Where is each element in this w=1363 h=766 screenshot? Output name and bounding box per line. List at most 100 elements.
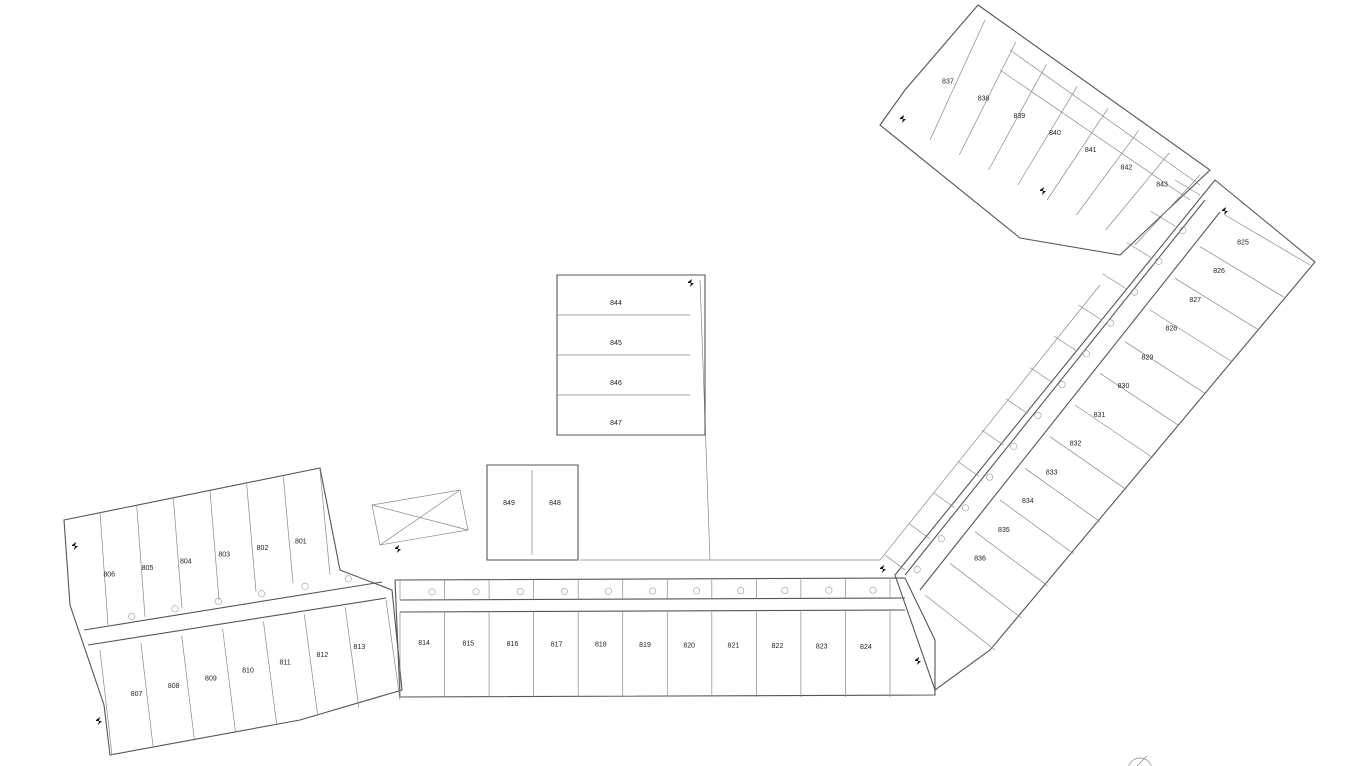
northeast-partition bbox=[1017, 86, 1078, 186]
east-wing-inner-partition bbox=[981, 429, 1004, 446]
toilet-icon bbox=[128, 612, 136, 620]
room-label-center-south: 814 bbox=[418, 640, 430, 647]
east-wing-partition bbox=[1049, 436, 1127, 490]
room-label-west-north: 801 bbox=[295, 538, 307, 545]
toilet-icon bbox=[428, 588, 436, 596]
exit-sign-icon bbox=[900, 115, 906, 123]
east-wing-inner-partition bbox=[1150, 210, 1176, 227]
exit-arrow bbox=[96, 717, 102, 725]
east-wing-partition bbox=[1024, 468, 1101, 522]
toilet-icon bbox=[1131, 288, 1139, 296]
toilet-icon bbox=[604, 587, 612, 595]
room-label-north-block: 845 bbox=[610, 340, 622, 347]
room-label-center-south: 818 bbox=[595, 642, 607, 649]
toilet-icon bbox=[1179, 226, 1187, 234]
room-label-north-block: 847 bbox=[610, 420, 622, 427]
east-wing-inner-partition bbox=[1029, 367, 1053, 383]
room-label-west-south: 813 bbox=[354, 644, 366, 651]
toilet-icon bbox=[1155, 257, 1163, 265]
room-label-west-south: 810 bbox=[242, 668, 254, 675]
room-label-center-south: 816 bbox=[507, 641, 519, 648]
exit-arrow bbox=[395, 545, 401, 553]
room-label-north-block: 844 bbox=[610, 300, 622, 307]
east-wing-partition bbox=[1199, 246, 1284, 298]
east-wing-inner-partition bbox=[1174, 179, 1201, 196]
east-wing-inner-partition bbox=[1005, 398, 1029, 415]
toilet-icon bbox=[1034, 411, 1042, 419]
east-wing-inner-partition bbox=[1053, 335, 1078, 352]
room-label-center-south: 822 bbox=[772, 643, 784, 650]
northeast-partition bbox=[1134, 174, 1201, 246]
toilet-icon bbox=[1058, 381, 1066, 389]
exit-sign-icon bbox=[880, 565, 886, 573]
exit-arrow bbox=[1222, 207, 1228, 215]
east-wing-inner-partition bbox=[933, 492, 955, 508]
room-label-center-south: 821 bbox=[728, 643, 740, 650]
toilet-icon bbox=[825, 586, 833, 594]
northeast-partition bbox=[988, 64, 1047, 171]
toilet-icon bbox=[781, 586, 789, 594]
east-wing-partition bbox=[999, 499, 1074, 555]
west-north-partition bbox=[246, 483, 257, 592]
toilet-icon bbox=[1082, 350, 1090, 358]
room-label-northeast: 837 bbox=[942, 79, 954, 86]
room-label-west-south: 812 bbox=[316, 652, 328, 659]
west-north-partition bbox=[136, 504, 146, 617]
toilet-icon bbox=[1106, 319, 1114, 327]
exit-arrow bbox=[880, 565, 886, 573]
exit-sign-icon bbox=[395, 545, 401, 553]
east-wing-partition bbox=[1174, 278, 1258, 330]
room-label-west-north: 803 bbox=[218, 552, 230, 559]
northeast-partition bbox=[958, 41, 1017, 156]
exit-sign-icon bbox=[1040, 187, 1046, 195]
toilet-icon bbox=[560, 587, 568, 595]
toilet-icon bbox=[648, 587, 656, 595]
east-wing-partition bbox=[1124, 341, 1206, 394]
toilet-icon bbox=[214, 597, 222, 605]
center-corridor-south-wall bbox=[399, 609, 906, 613]
exit-sign-icon bbox=[915, 657, 921, 665]
exit-sign-icon bbox=[688, 279, 694, 287]
room-label-north-block: 846 bbox=[610, 380, 622, 387]
west-south-partition bbox=[140, 642, 154, 748]
east-wing-inner-partition bbox=[1078, 304, 1102, 321]
west-south-partition bbox=[181, 635, 195, 740]
room-label-west-south: 811 bbox=[280, 660, 291, 667]
exit-arrow bbox=[688, 279, 694, 287]
room-label-center-south: 824 bbox=[860, 644, 872, 651]
east-corridor-east-wall bbox=[919, 211, 1221, 591]
northeast-partition bbox=[1105, 152, 1170, 231]
room-labels: 8068058048038028018078088098108118128138… bbox=[103, 79, 1249, 698]
room-label-east: 825 bbox=[1237, 239, 1249, 246]
exit-signs bbox=[72, 115, 1228, 725]
room-label-east: 834 bbox=[1022, 498, 1034, 505]
east-wing-outline bbox=[894, 179, 1316, 691]
room-label-northeast: 842 bbox=[1121, 164, 1133, 171]
room-label-west-south: 808 bbox=[168, 683, 180, 690]
east-wing-partition bbox=[949, 563, 1022, 619]
center-corridor-north-wall bbox=[399, 597, 906, 601]
west-corridor-north-wall bbox=[83, 581, 383, 631]
room-label-center-block: 848 bbox=[549, 500, 561, 507]
toilet-icon bbox=[869, 586, 877, 594]
exit-arrow bbox=[915, 657, 921, 665]
toilet-icon bbox=[171, 605, 179, 613]
east-wing-inner-partition bbox=[884, 554, 906, 571]
west-south-partition bbox=[385, 599, 401, 701]
exit-arrow bbox=[72, 542, 78, 550]
room-label-east: 829 bbox=[1142, 354, 1154, 361]
toilet-icon bbox=[961, 504, 969, 512]
room-label-center-south: 820 bbox=[683, 642, 695, 649]
west-north-partition bbox=[319, 469, 331, 576]
room-label-center-south: 823 bbox=[816, 644, 828, 651]
toilet-icon bbox=[937, 535, 945, 543]
west-north-partition bbox=[99, 511, 109, 626]
toilet-icon bbox=[1010, 442, 1018, 450]
northeast-wing-outline bbox=[879, 4, 1211, 256]
northeast-partition bbox=[1076, 130, 1139, 216]
east-wing-partition bbox=[1149, 309, 1232, 362]
room-label-west-north: 805 bbox=[142, 565, 154, 572]
west-north-partition bbox=[172, 497, 183, 609]
exit-sign-icon bbox=[72, 542, 78, 550]
east-corridor-west-wall bbox=[904, 199, 1206, 576]
